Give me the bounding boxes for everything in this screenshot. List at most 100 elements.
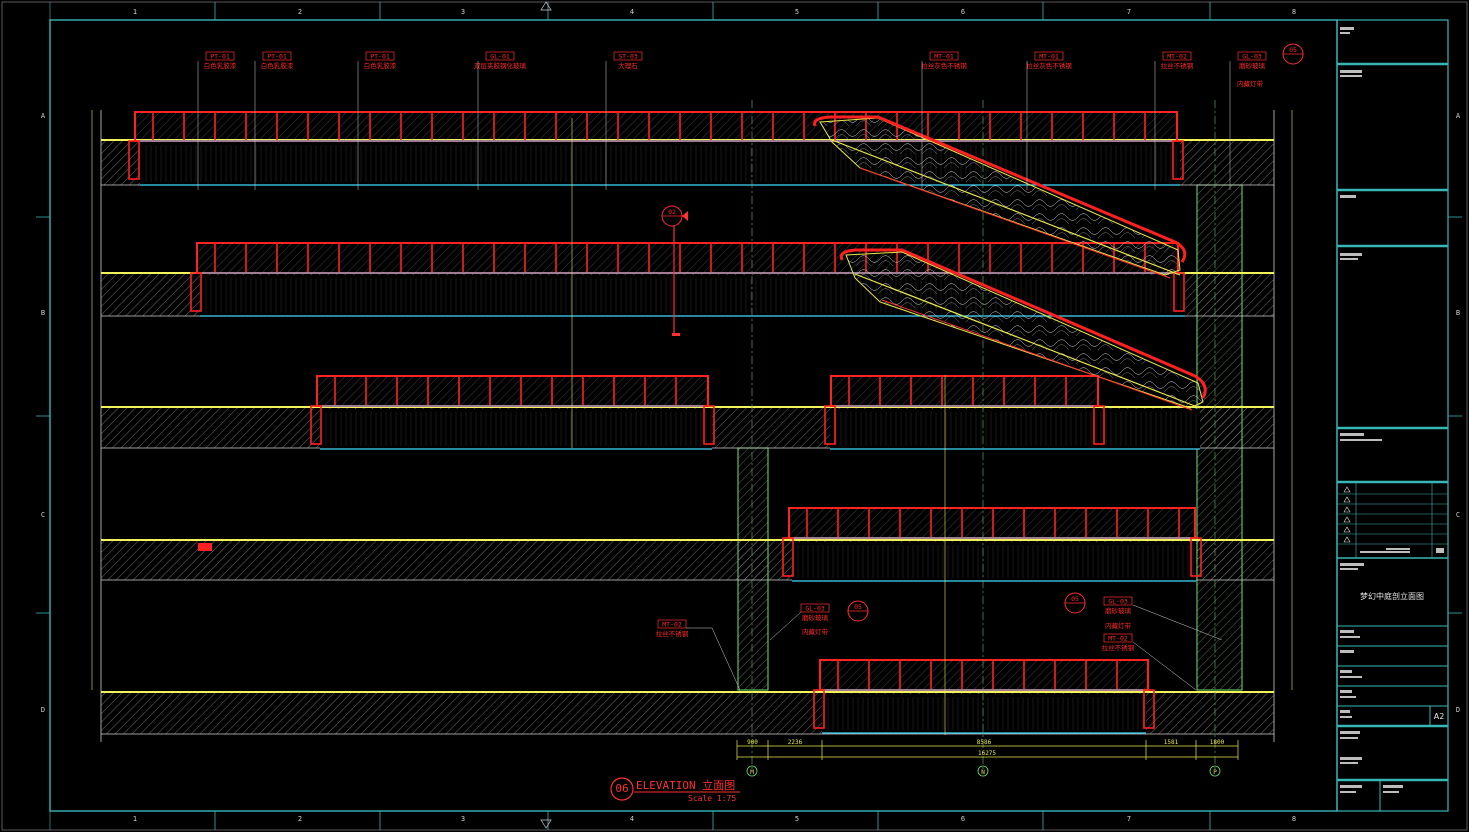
axis-label: M xyxy=(750,769,754,776)
floor-slabs xyxy=(101,139,1274,735)
section-callout-icon: 02 xyxy=(661,205,688,336)
railing-edge-profile xyxy=(813,689,825,729)
material-tag-desc: 磨砂玻璃 xyxy=(1105,606,1132,615)
atrium-void xyxy=(792,542,1196,581)
glass-railing xyxy=(813,659,1155,729)
material-tag-box xyxy=(205,51,235,61)
revision-table xyxy=(1337,482,1448,558)
material-tag-box xyxy=(1162,51,1192,61)
grid-column-label-bottom: 5 xyxy=(795,815,799,823)
dimension-total: 16275 xyxy=(978,750,996,757)
section-callout-icon: 05 xyxy=(847,600,869,622)
material-tags: PT-01白色乳胶漆PT-01白色乳胶漆PT-01白色乳胶漆GL-01双层夹胶钢… xyxy=(197,51,1267,691)
axis-bubble-icon xyxy=(746,765,758,777)
material-tag-code: MT-02 xyxy=(662,621,682,629)
axis-bubble-icon xyxy=(1209,765,1221,777)
material-tag-desc: 拉丝不锈钢 xyxy=(1102,643,1135,652)
grid-column-label-bottom: 2 xyxy=(298,815,302,823)
railing-edge-profile xyxy=(1190,537,1202,577)
atrium-void xyxy=(200,275,1185,316)
level-dimension-lines xyxy=(91,110,1293,735)
dimension-value: 1800 xyxy=(1210,739,1225,746)
callout-05-top: 05 xyxy=(1289,46,1297,54)
material-tag-box xyxy=(1103,596,1133,606)
material-tag-desc: 拉丝不锈钢 xyxy=(1161,61,1194,70)
glass-railing xyxy=(310,375,715,445)
railing-edge-profile xyxy=(1143,689,1155,729)
title-callout-icon xyxy=(610,777,634,801)
material-tag-code: GL-03 xyxy=(1242,53,1262,61)
material-tag-box xyxy=(262,51,292,61)
escalator-upper xyxy=(813,115,1187,279)
grid-column-label-top: 3 xyxy=(461,8,465,16)
material-tag-code: ST-03 xyxy=(618,53,638,61)
railing-edge-profile xyxy=(782,537,794,577)
grid-column-label-top: 1 xyxy=(133,8,137,16)
grid-column-label-bottom: 4 xyxy=(630,815,634,823)
material-tag-desc: 磨砂玻璃 xyxy=(1239,61,1266,70)
material-tag-code: GL-01 xyxy=(490,53,510,61)
material-tag-code: MT-01 xyxy=(934,53,954,61)
red-marker xyxy=(198,543,212,551)
material-tag-desc: 双层夹胶钢化玻璃 xyxy=(474,61,527,70)
glass-railing xyxy=(824,375,1105,445)
drawing-title-text: ELEVATION 立面图 xyxy=(636,778,735,792)
glass-railing xyxy=(128,111,1184,180)
escalator-lower xyxy=(839,248,1207,411)
material-tag-desc: 白色乳胶漆 xyxy=(364,61,397,70)
title-block: 梦幻中庭剖立面图 A2 xyxy=(1336,19,1449,812)
material-tag-code: PT-01 xyxy=(267,53,287,61)
leader-line xyxy=(1132,604,1223,641)
detail-callouts: 05 02 05 05 xyxy=(661,43,1304,622)
axis-bubble-icon xyxy=(977,765,989,777)
atrium-void xyxy=(830,409,1200,449)
leader-line xyxy=(769,611,802,641)
dimension-value: 2236 xyxy=(788,739,803,746)
grid-row-label-right: B xyxy=(1456,309,1460,317)
dimension-value: 900 xyxy=(747,739,758,746)
axis-label: N xyxy=(981,769,985,776)
railing-edge-profile xyxy=(1172,140,1184,180)
axis-label: P xyxy=(1213,769,1217,776)
material-tag-desc: 磨砂玻璃 xyxy=(802,613,829,622)
material-tag-desc: 拉丝灰色不锈钢 xyxy=(1026,61,1072,70)
grid-column-label-bottom: 7 xyxy=(1127,815,1131,823)
material-tag-desc: 内藏灯带 xyxy=(1237,79,1264,88)
callout-02: 02 xyxy=(668,208,676,216)
glass-railing xyxy=(782,507,1202,577)
material-tag-desc: 内藏灯带 xyxy=(802,627,829,636)
material-tag-code: MT-02 xyxy=(1167,53,1187,61)
leader-line xyxy=(1132,641,1197,691)
callout-05-mid: 05 xyxy=(854,603,862,611)
railing-edge-profile xyxy=(310,405,322,445)
grid-row-label-right: D xyxy=(1456,706,1460,714)
grid-column-label-bottom: 8 xyxy=(1292,815,1296,823)
grid-column-label-top: 4 xyxy=(630,8,634,16)
material-tag-desc: 大理石 xyxy=(618,61,638,70)
material-tag-code: GL-03 xyxy=(805,605,825,613)
grid-column-label-top: 5 xyxy=(795,8,799,16)
grid-row-label-left: D xyxy=(41,706,45,714)
grid-column-label-top: 6 xyxy=(961,8,965,16)
material-tag-box xyxy=(365,51,395,61)
sheet-name: 梦幻中庭剖立面图 xyxy=(1360,591,1424,601)
material-tag-code: PT-01 xyxy=(210,53,230,61)
material-tag-desc: 内藏灯带 xyxy=(1105,621,1132,630)
material-tag-desc: 拉丝不锈钢 xyxy=(656,629,689,638)
railing-edge-profile xyxy=(128,140,140,180)
material-tag-code: PT-01 xyxy=(370,53,390,61)
drawing-scale: Scale 1:75 xyxy=(688,794,736,803)
railing-edge-profile xyxy=(824,405,836,445)
atrium-void xyxy=(822,694,1146,733)
material-tag-box xyxy=(657,619,687,629)
title-number: 06 xyxy=(615,782,628,795)
revision-triangle-icon xyxy=(1343,486,1351,543)
grid-row-label-left: B xyxy=(41,309,45,317)
grid-column-label-bottom: 1 xyxy=(133,815,137,823)
grid-row-label-left: A xyxy=(41,112,46,120)
grid-triangle-icon xyxy=(540,1,552,829)
leader-line xyxy=(686,627,741,691)
material-tag-box xyxy=(1103,633,1133,643)
